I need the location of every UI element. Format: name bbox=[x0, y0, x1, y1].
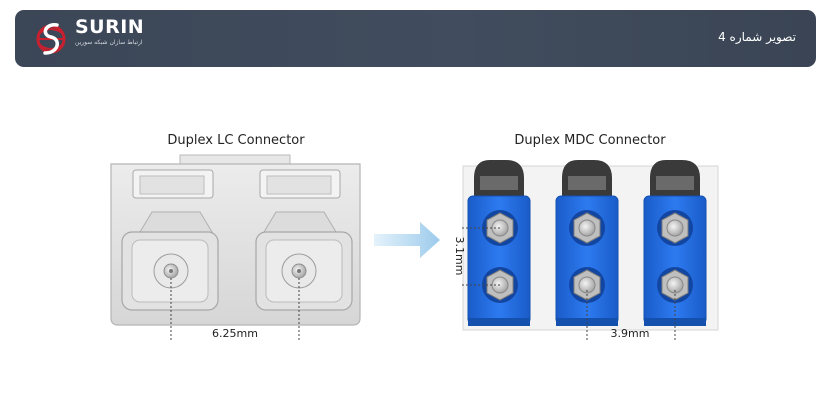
mdc-dimension-lines bbox=[462, 227, 676, 340]
mdc-title: Duplex MDC Connector bbox=[514, 133, 666, 148]
mdc-vertical-dimension-label: 3.1mm bbox=[453, 237, 466, 276]
mdc-horizontal-dimension-label: 3.9mm bbox=[611, 327, 650, 340]
lc-title: Duplex LC Connector bbox=[167, 133, 305, 148]
brand-tagline: ارتباط سازان شبکه سورین bbox=[75, 39, 143, 46]
surin-logo-icon bbox=[36, 23, 66, 55]
figure-label: تصویر شماره 4 bbox=[718, 30, 796, 44]
brand-name: SURIN bbox=[75, 16, 145, 38]
arrow-right-icon bbox=[374, 222, 440, 258]
header-bar: SURIN ارتباط سازان شبکه سورین تصویر شمار… bbox=[15, 10, 816, 67]
lc-connector bbox=[110, 154, 361, 326]
mdc-connector bbox=[462, 160, 719, 331]
lc-dimension-label: 6.25mm bbox=[212, 327, 258, 340]
